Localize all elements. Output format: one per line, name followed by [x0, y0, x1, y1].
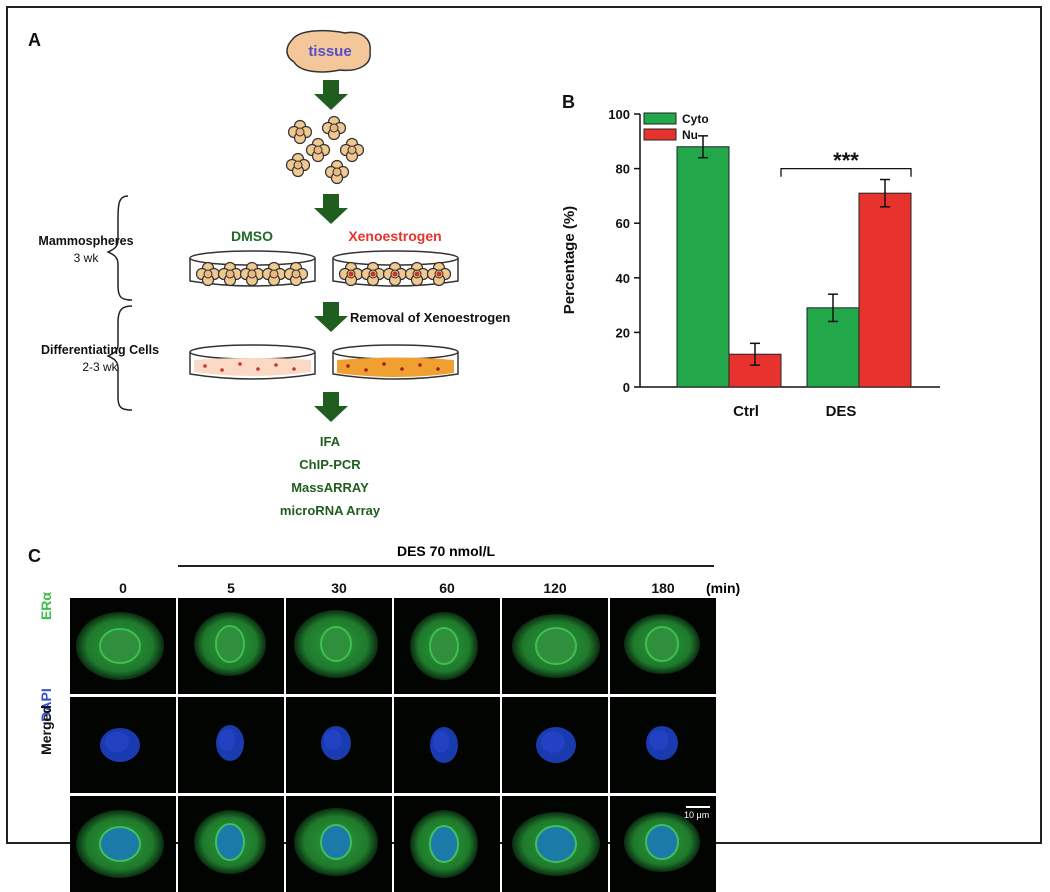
assay-item: ChIP-PCR: [299, 457, 361, 472]
y-tick-label: 80: [616, 162, 630, 177]
dapi-image: [286, 697, 392, 793]
row-label-merged: Merged: [38, 705, 54, 755]
dish-dmso-spheres: [189, 250, 316, 287]
treatment-label: DES 70 nmol/L: [396, 543, 496, 559]
time-header: 0: [119, 580, 127, 596]
panel-c-label: C: [28, 546, 41, 566]
legend-swatch: [643, 128, 677, 141]
legend-label: Cyto: [682, 112, 709, 126]
merged-image: [394, 796, 500, 892]
dapi-image: [70, 697, 176, 793]
scale-bar-label: 10 μm: [684, 810, 710, 820]
arrow-down-icon: [314, 302, 348, 332]
mammosphere-cluster: [285, 115, 365, 185]
era-image: [394, 598, 500, 694]
dish-xeno-spheres: [332, 250, 459, 287]
legend-swatch: [643, 112, 677, 125]
era-image: [70, 598, 176, 694]
time-header: 180: [651, 580, 675, 596]
y-tick-label: 60: [616, 216, 630, 231]
era-image: [286, 598, 392, 694]
x-tick-label: Ctrl: [733, 403, 759, 420]
tissue-label: tissue: [308, 43, 351, 60]
assay-item: MassARRAY: [291, 480, 369, 495]
legend-label: Nu: [682, 128, 698, 142]
bar: [676, 146, 730, 388]
scale-bar: [686, 806, 710, 808]
panel-a-label: A: [28, 30, 41, 50]
dapi-image: [394, 697, 500, 793]
time-unit: (min): [706, 580, 741, 596]
arrow-down-icon: [314, 392, 348, 422]
y-tick-label: 100: [608, 107, 630, 122]
panel-a-schematic: tissue Mammospheres 3 wk Differentiating…: [38, 29, 510, 518]
bar: [858, 192, 912, 388]
dapi-image: [610, 697, 716, 793]
era-image: [178, 598, 284, 694]
significance-bracket: [780, 167, 912, 177]
arrow-down-icon: [314, 80, 348, 110]
y-tick-label: 0: [623, 380, 630, 395]
assay-item: IFA: [320, 434, 341, 449]
dmso-label: DMSO: [231, 228, 273, 244]
removal-label: Removal of Xenoestrogen: [350, 310, 510, 325]
time-header: 60: [439, 580, 455, 596]
dish-xeno-cells: [332, 344, 459, 380]
time-header: 30: [331, 580, 347, 596]
era-image: [502, 598, 608, 694]
y-tick-label: 20: [616, 325, 630, 340]
row-label-era: ERα: [38, 591, 54, 621]
stage2-label: Differentiating Cells: [41, 343, 159, 357]
dapi-image: [502, 697, 608, 793]
x-tick-label: DES: [826, 403, 857, 420]
y-axis-label: Percentage (%): [561, 206, 578, 314]
y-tick-label: 40: [616, 271, 630, 286]
arrow-down-icon: [314, 194, 348, 224]
stage2-duration: 2-3 wk: [82, 360, 118, 374]
bracket-mammospheres: [106, 195, 133, 301]
tissue-blob: [286, 29, 371, 73]
merged-image: [502, 796, 608, 892]
time-header: 120: [543, 580, 567, 596]
merged-image: [70, 796, 176, 892]
merged-image: [286, 796, 392, 892]
dapi-image: [178, 697, 284, 793]
merged-image: [178, 796, 284, 892]
bracket-differentiating: [106, 305, 133, 411]
dish-dmso-cells: [189, 344, 316, 380]
stage1-label: Mammospheres: [38, 234, 133, 248]
significance-marker: ***: [833, 148, 859, 173]
stage1-duration: 3 wk: [74, 251, 100, 265]
era-image: [610, 598, 716, 694]
xenoestrogen-label: Xenoestrogen: [348, 228, 441, 244]
time-header: 5: [227, 580, 235, 596]
panel-b-label: B: [562, 92, 575, 112]
assay-item: microRNA Array: [280, 503, 381, 518]
